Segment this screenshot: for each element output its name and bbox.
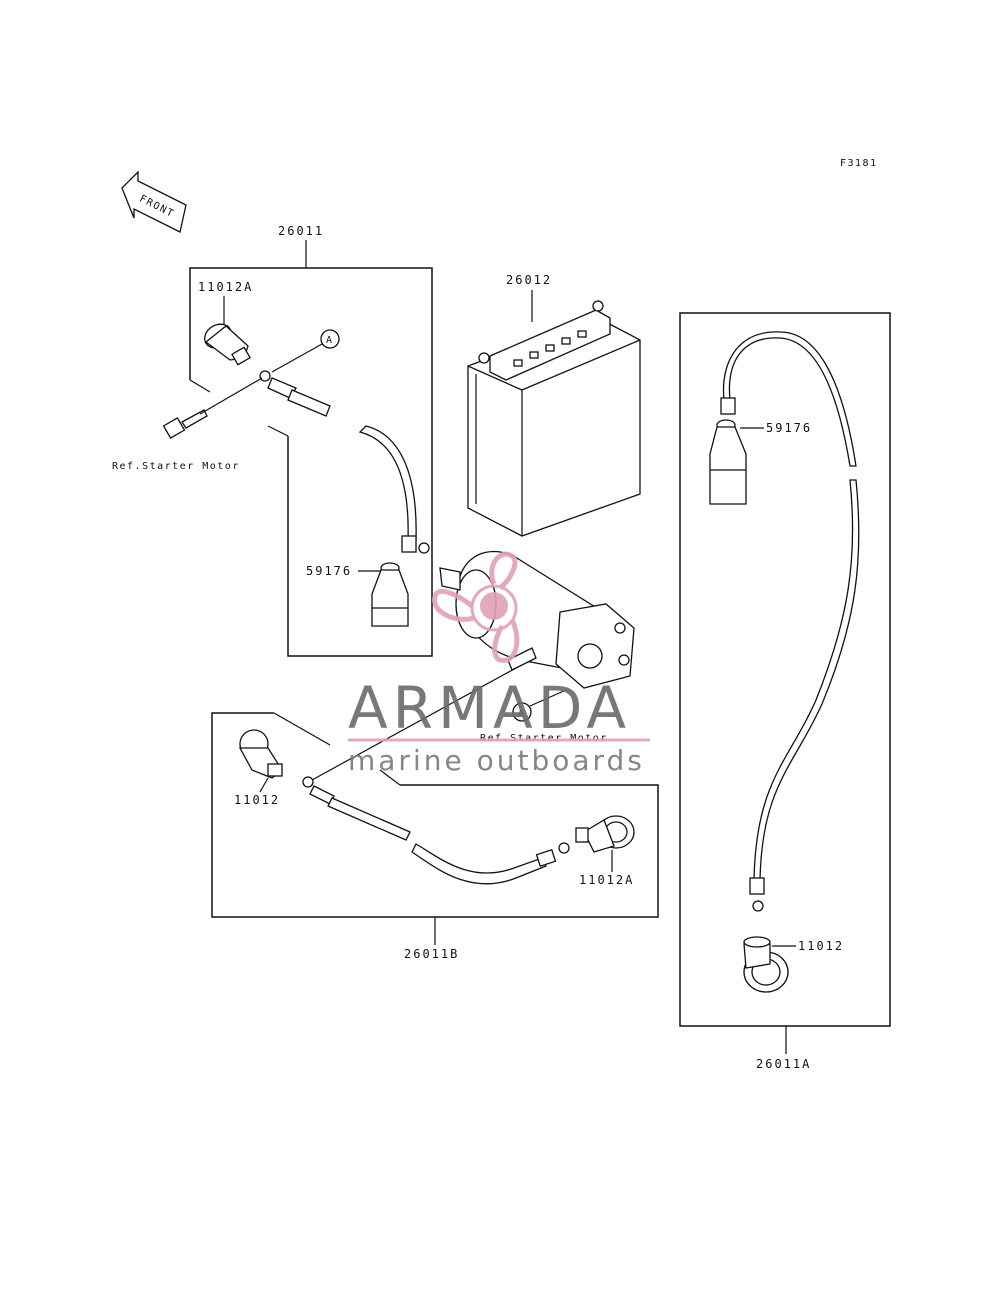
bolt-icon bbox=[162, 409, 208, 439]
label-26012: 26012 bbox=[506, 273, 552, 287]
label-11012-right: 11012 bbox=[798, 939, 844, 953]
terminal-cap-icon bbox=[238, 729, 283, 779]
watermark-tagline: marine outboards bbox=[348, 744, 645, 777]
cable-terminal-icon bbox=[259, 370, 331, 417]
battery-cable-icon bbox=[720, 331, 860, 912]
terminal-cap-icon bbox=[743, 936, 789, 993]
label-26011a: 26011A bbox=[756, 1057, 811, 1071]
propeller-icon bbox=[432, 551, 520, 663]
label-11012a-top: 11012A bbox=[198, 280, 253, 294]
box-26011a bbox=[679, 312, 891, 1027]
battery-icon bbox=[467, 300, 641, 537]
callout-a-bottom: A bbox=[518, 708, 526, 719]
label-11012a-bottom: 11012A bbox=[579, 873, 634, 887]
figure-code: F3181 bbox=[840, 158, 878, 169]
terminal-cap-icon bbox=[204, 323, 251, 366]
rubber-boot-icon bbox=[371, 562, 409, 627]
label-26011: 26011 bbox=[278, 224, 324, 238]
watermark-brand: ARMADA bbox=[348, 674, 631, 742]
label-59176-top: 59176 bbox=[306, 564, 352, 578]
battery-cable-icon bbox=[302, 776, 570, 885]
rubber-boot-icon bbox=[709, 419, 747, 505]
armada-logo: ARMADA marine outboards bbox=[348, 551, 650, 777]
label-59176-right: 59176 bbox=[766, 421, 812, 435]
ref-starter-motor-top: Ref.Starter Motor bbox=[112, 461, 240, 472]
callout-a-top: A bbox=[326, 335, 334, 346]
label-11012-bottom: 11012 bbox=[234, 793, 280, 807]
box-26011 bbox=[189, 267, 433, 657]
label-26011b: 26011B bbox=[404, 947, 459, 961]
terminal-cap-icon bbox=[575, 815, 635, 853]
front-arrow-icon: FRONT bbox=[121, 170, 187, 233]
